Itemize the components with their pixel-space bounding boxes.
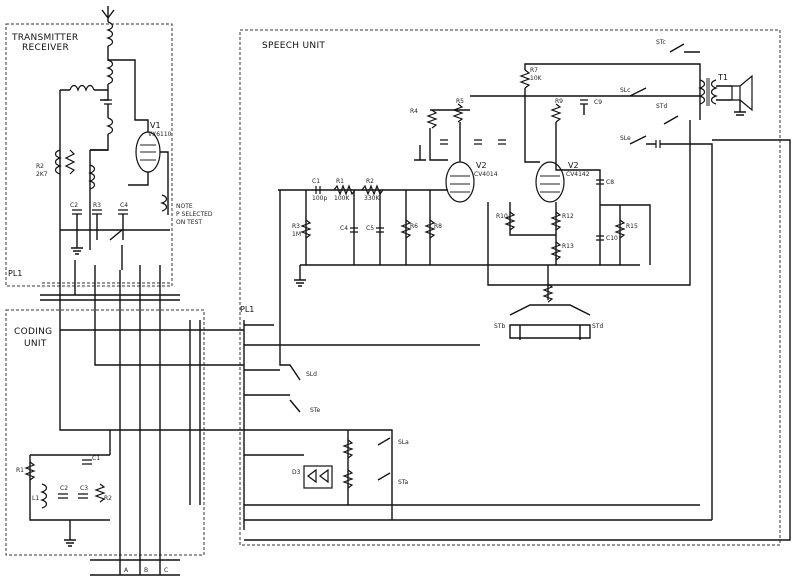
svg-text:R15: R15 xyxy=(626,223,638,230)
svg-text:V2: V2 xyxy=(476,161,487,170)
svg-text:C2: C2 xyxy=(60,485,68,492)
svg-text:A: A xyxy=(124,567,129,574)
svg-text:P SELECTED: P SELECTED xyxy=(176,211,213,218)
svg-text:C3: C3 xyxy=(80,485,88,492)
speaker-icon xyxy=(731,74,753,112)
svg-text:CV4142: CV4142 xyxy=(566,171,590,178)
svg-text:R2: R2 xyxy=(36,163,44,170)
svg-text:L1: L1 xyxy=(32,495,39,502)
svg-text:D3: D3 xyxy=(292,469,301,476)
svg-text:V1: V1 xyxy=(150,121,161,130)
svg-text:R1: R1 xyxy=(16,467,24,474)
plug-label-pl1-top: PL1 xyxy=(8,269,22,278)
coding-unit-circuit: R1 C1 L1 C2 C3 R2 A B C xyxy=(16,290,244,576)
valve-v2-right xyxy=(535,161,565,203)
svg-text:R12: R12 xyxy=(562,213,574,220)
svg-text:STd: STd xyxy=(592,323,603,330)
svg-text:STd: STd xyxy=(656,103,667,110)
svg-text:R2: R2 xyxy=(104,495,112,502)
svg-text:C4: C4 xyxy=(340,225,348,232)
svg-text:C2: C2 xyxy=(70,202,78,209)
plug-label-pl1-speech: PL1 xyxy=(240,305,254,314)
svg-text:C8: C8 xyxy=(606,179,614,186)
svg-text:B: B xyxy=(144,567,148,574)
svg-text:C9: C9 xyxy=(594,99,602,106)
svg-text:STe: STe xyxy=(310,407,320,414)
svg-text:R4: R4 xyxy=(410,108,418,115)
svg-text:R8: R8 xyxy=(434,223,442,230)
svg-text:STa: STa xyxy=(398,479,408,486)
svg-text:R2: R2 xyxy=(366,178,374,185)
svg-text:V2: V2 xyxy=(568,161,579,170)
svg-text:C4: C4 xyxy=(120,202,128,209)
svg-text:2K7: 2K7 xyxy=(36,171,48,178)
svg-text:R3: R3 xyxy=(93,202,101,209)
svg-text:STb: STb xyxy=(494,323,505,330)
svg-text:SLa: SLa xyxy=(398,439,409,446)
svg-text:R6: R6 xyxy=(410,223,418,230)
svg-text:SLd: SLd xyxy=(306,371,317,378)
svg-text:SLc: SLc xyxy=(620,87,630,94)
transmitter-receiver-circuit: R2 2K7 V1 VX6110 C2 R3 C4 NOTE P SELECTE… xyxy=(8,6,213,301)
svg-text:R10: R10 xyxy=(496,213,508,220)
svg-text:R5: R5 xyxy=(456,98,464,105)
valve-v2-left xyxy=(445,161,475,203)
svg-text:R3: R3 xyxy=(292,223,300,230)
antenna-icon xyxy=(101,6,115,22)
section-title-transmitter-receiver: TRANSMITTER xyxy=(11,33,79,43)
svg-text:C: C xyxy=(164,567,168,574)
section-title-transmitter-receiver-2: RECEIVER xyxy=(22,43,69,53)
svg-text:100K: 100K xyxy=(334,195,350,202)
svg-text:VX6110: VX6110 xyxy=(148,131,172,138)
svg-text:C10: C10 xyxy=(606,235,618,242)
svg-text:NOTE: NOTE xyxy=(176,203,193,210)
svg-text:100p: 100p xyxy=(312,195,327,202)
section-boundaries xyxy=(5,23,781,556)
svg-text:330K: 330K xyxy=(364,195,380,202)
section-title-coding-unit: CODING xyxy=(14,327,52,337)
svg-text:SLe: SLe xyxy=(620,135,631,142)
svg-text:R13: R13 xyxy=(562,243,574,250)
section-title-coding-unit-2: UNIT xyxy=(24,339,47,349)
svg-text:C5: C5 xyxy=(366,225,374,232)
speech-unit-circuit: V2 CV4014 V2 CV4142 R4 R5 R9 R7 10K C9 C… xyxy=(240,39,753,530)
svg-text:CV4014: CV4014 xyxy=(474,171,498,178)
svg-text:C1: C1 xyxy=(92,455,100,462)
return-bus xyxy=(244,139,791,541)
svg-text:R1: R1 xyxy=(336,178,344,185)
svg-text:STc: STc xyxy=(656,39,666,46)
svg-text:1M: 1M xyxy=(292,231,301,238)
section-title-speech-unit: SPEECH UNIT xyxy=(262,41,325,51)
svg-text:10K: 10K xyxy=(530,75,543,82)
transformer-label: T1 xyxy=(717,73,728,82)
svg-text:R7: R7 xyxy=(530,67,538,74)
svg-text:ON TEST: ON TEST xyxy=(176,219,202,226)
svg-text:R9: R9 xyxy=(555,98,563,105)
svg-text:C1: C1 xyxy=(312,178,320,185)
